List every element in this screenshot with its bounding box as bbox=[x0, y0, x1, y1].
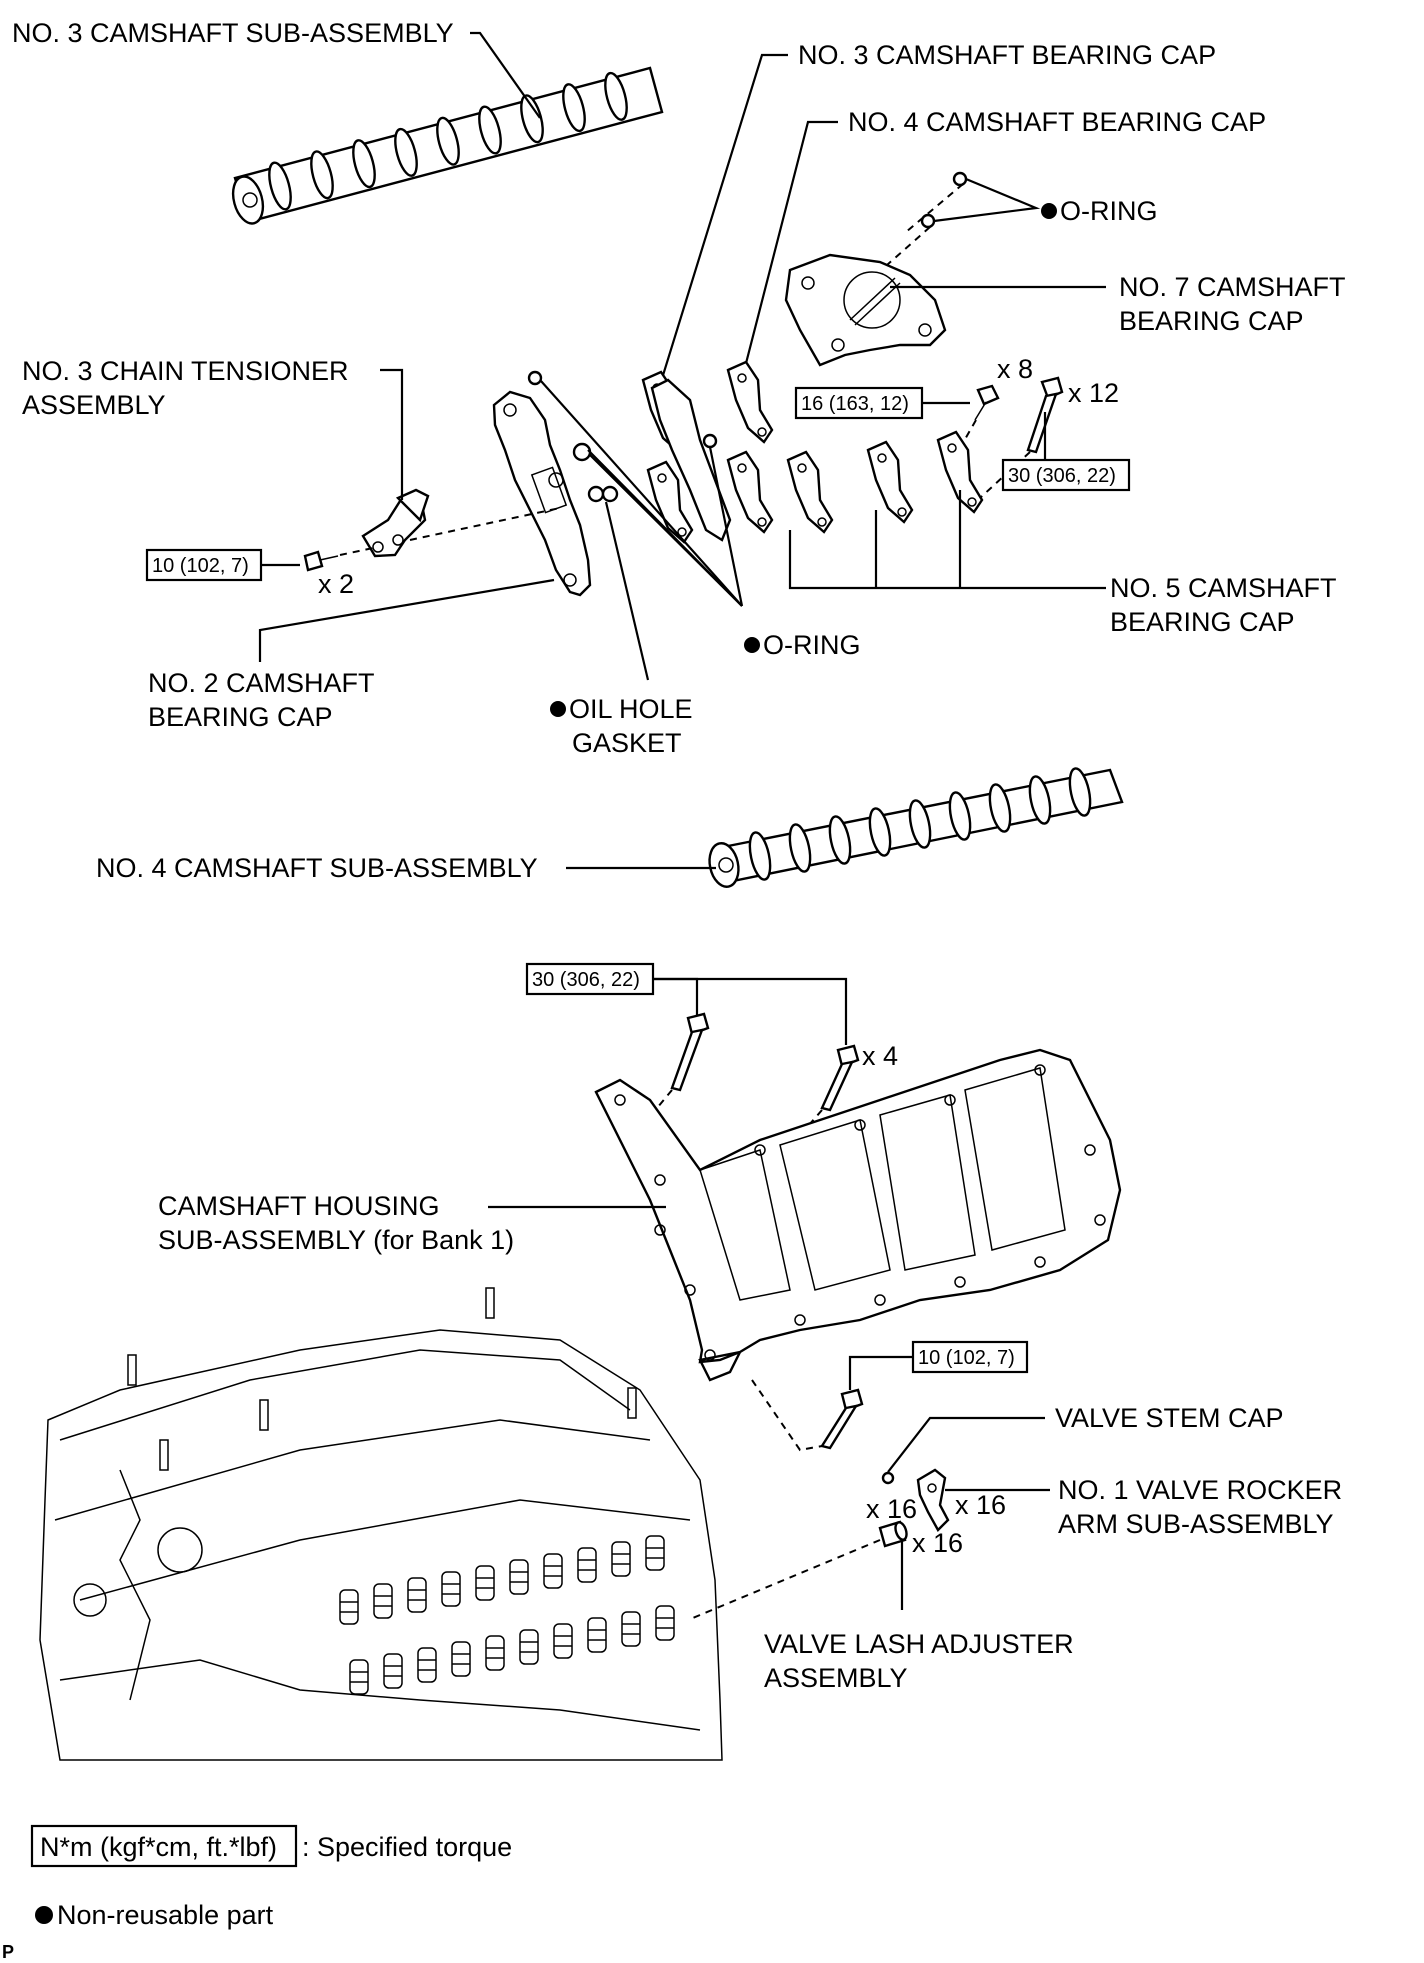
bolt-part bbox=[303, 550, 339, 572]
nonreusable-dot-icon bbox=[744, 637, 760, 653]
lash-adjuster-label-2: ASSEMBLY bbox=[764, 1663, 908, 1693]
no2-bearing-cap-label-1: NO. 2 CAMSHAFT bbox=[148, 668, 375, 698]
o-ring-part bbox=[920, 213, 936, 229]
housing-bolt-large-torque: 30 (306, 22) bbox=[532, 969, 640, 991]
o-ring-part bbox=[527, 370, 543, 386]
no3-camshaft-label: NO. 3 CAMSHAFT SUB-ASSEMBLY bbox=[12, 18, 454, 48]
legend-nonreusable-text: Non-reusable part bbox=[57, 1900, 274, 1930]
cap-bolt-large-torque: 30 (306, 22) bbox=[1008, 465, 1116, 487]
o-ring-part bbox=[702, 433, 718, 449]
o-ring-part bbox=[572, 442, 592, 462]
valve-stem-cap-label: VALVE STEM CAP bbox=[1055, 1403, 1284, 1433]
lash-adjuster-part bbox=[878, 1520, 908, 1548]
oil-hole-gasket-label-1: OIL HOLE bbox=[569, 694, 693, 724]
legend-nonreusable-dot-icon bbox=[35, 1906, 53, 1924]
no2-bearing-cap-label-2: BEARING CAP bbox=[148, 702, 333, 732]
housing-bolt-large-qty: x 4 bbox=[862, 1041, 898, 1071]
camshaft-housing-drawing bbox=[594, 1048, 1122, 1382]
no4-camshaft-drawing bbox=[708, 767, 1124, 888]
oil-hole-gasket-part bbox=[601, 485, 619, 503]
rocker-arm-label-1: NO. 1 VALVE ROCKER bbox=[1058, 1475, 1342, 1505]
corner-mark: P bbox=[2, 1942, 14, 1962]
oil-hole-gasket-part bbox=[587, 485, 605, 503]
lash-adjuster-label-1: VALVE LASH ADJUSTER bbox=[764, 1629, 1074, 1659]
housing-bolt-part bbox=[820, 1044, 860, 1112]
valve-stem-cap-qty: x 16 bbox=[866, 1494, 917, 1524]
cap-bolt-large-torque-box bbox=[1001, 458, 1131, 492]
no3-camshaft-drawing bbox=[231, 66, 664, 225]
o-ring-part bbox=[952, 171, 968, 187]
tensioner-bolt-qty: x 2 bbox=[318, 569, 354, 599]
chain-tensioner-drawing bbox=[361, 488, 430, 558]
chain-tensioner-label-1: NO. 3 CHAIN TENSIONER bbox=[22, 356, 349, 386]
nonreusable-dot-icon bbox=[1041, 203, 1057, 219]
no7-bearing-cap-label-1: NO. 7 CAMSHAFT bbox=[1119, 272, 1346, 302]
legend-torque-units: N*m (kgf*cm, ft.*lbf) bbox=[40, 1832, 277, 1862]
no5-bearing-cap-label-2: BEARING CAP bbox=[1110, 607, 1295, 637]
chain-tensioner-label-2: ASSEMBLY bbox=[22, 390, 166, 420]
no5-bearing-cap-label-1: NO. 5 CAMSHAFT bbox=[1110, 573, 1337, 603]
no2-bearing-cap-drawing bbox=[492, 390, 592, 597]
no4-camshaft-label: NO. 4 CAMSHAFT SUB-ASSEMBLY bbox=[96, 853, 538, 883]
long-bolt-part bbox=[1026, 376, 1064, 454]
nonreusable-dot-icon bbox=[550, 701, 566, 717]
bolt-part bbox=[974, 384, 1000, 421]
rocker-arm-qty: x 16 bbox=[955, 1490, 1006, 1520]
oil-hole-gasket-label-2: GASKET bbox=[572, 728, 682, 758]
camshaft-housing-label-2: SUB-ASSEMBLY (for Bank 1) bbox=[158, 1225, 514, 1255]
no4-bearing-cap-label: NO. 4 CAMSHAFT BEARING CAP bbox=[848, 107, 1266, 137]
engine-block-drawing bbox=[39, 1287, 723, 1761]
legend-torque-box bbox=[30, 1824, 298, 1868]
o-ring-top-label: O-RING bbox=[1060, 196, 1158, 226]
housing-bolt-part bbox=[670, 1012, 710, 1092]
rocker-arm-label-2: ARM SUB-ASSEMBLY bbox=[1058, 1509, 1334, 1539]
tensioner-bolt-torque: 10 (102, 7) bbox=[152, 555, 249, 577]
valve-stem-cap-part bbox=[881, 1471, 895, 1485]
no3-bearing-cap-label: NO. 3 CAMSHAFT BEARING CAP bbox=[798, 40, 1216, 70]
cap-bolt-small-torque-box bbox=[794, 386, 924, 420]
lash-adjuster-qty: x 16 bbox=[912, 1528, 963, 1558]
legend-torque-text: : Specified torque bbox=[302, 1832, 512, 1862]
housing-bolt-small-torque: 10 (102, 7) bbox=[918, 1347, 1015, 1369]
no7-bearing-cap-label-2: BEARING CAP bbox=[1119, 306, 1304, 336]
cap-bolt-small-torque: 16 (163, 12) bbox=[801, 393, 909, 415]
bearing-caps-drawing bbox=[641, 360, 984, 544]
rocker-arm-part bbox=[916, 1468, 950, 1532]
cap-bolt-large-qty: x 12 bbox=[1068, 378, 1119, 408]
o-ring-mid-label: O-RING bbox=[763, 630, 861, 660]
cap-bolt-small-qty: x 8 bbox=[997, 354, 1033, 384]
no7-bearing-cap-drawing bbox=[784, 253, 947, 367]
housing-bolt-part bbox=[820, 1388, 864, 1450]
camshaft-housing-label-1: CAMSHAFT HOUSING bbox=[158, 1191, 440, 1221]
